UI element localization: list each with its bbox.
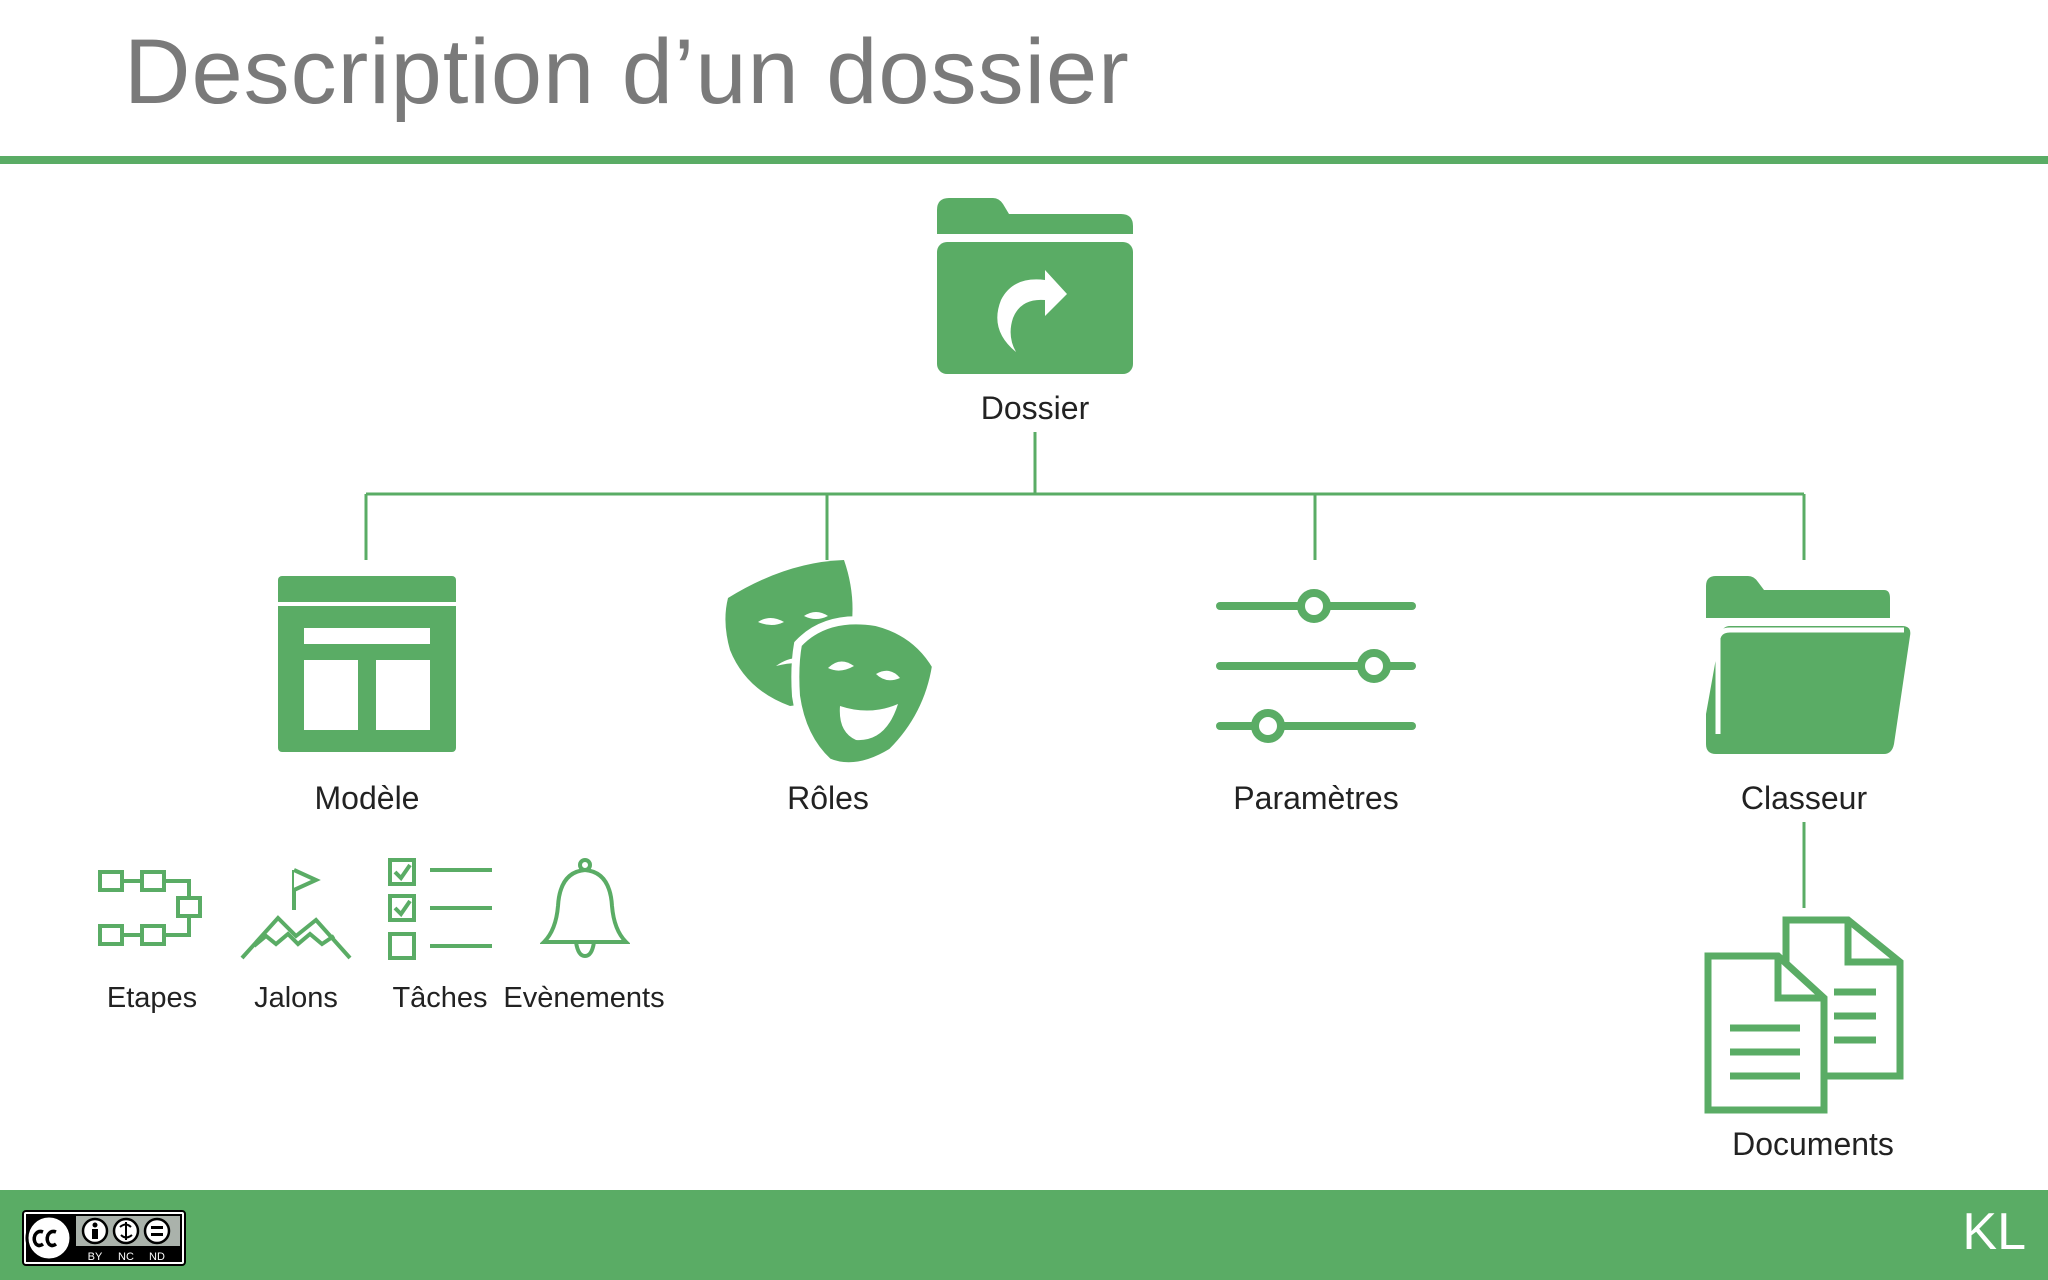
cc-by-nc-nd-icon[interactable]: BY NC ND xyxy=(22,1210,186,1266)
node-label-documents: Documents xyxy=(1732,1126,1894,1162)
connector-lines xyxy=(364,432,1806,908)
sub-label-taches: Tâches xyxy=(392,982,488,1014)
sub-label-evenements: Evènements xyxy=(503,982,665,1014)
mountain-flag-icon xyxy=(240,868,352,960)
bell-icon xyxy=(540,858,630,959)
theater-masks-icon xyxy=(725,560,940,771)
folder-open-icon xyxy=(1706,576,1911,754)
license-term-by: BY xyxy=(88,1251,103,1263)
folder-shortcut-icon xyxy=(937,198,1133,374)
sub-label-etapes: Etapes xyxy=(106,982,198,1014)
checklist-icon xyxy=(388,858,492,960)
node-label-roles: Rôles xyxy=(787,780,869,816)
node-label-dossier: Dossier xyxy=(980,390,1090,426)
license-term-nc: NC xyxy=(118,1251,134,1263)
slide-title: Description d’un dossier xyxy=(124,21,1130,123)
node-label-parametres: Paramètres xyxy=(1233,780,1399,816)
node-label-modele: Modèle xyxy=(314,780,420,816)
node-label-classeur: Classeur xyxy=(1740,780,1868,816)
workflow-steps-icon xyxy=(98,870,202,946)
documents-icon xyxy=(1704,916,1904,1114)
title-divider xyxy=(0,156,2048,164)
sub-label-jalons: Jalons xyxy=(254,982,338,1014)
sliders-icon xyxy=(1216,589,1416,743)
layout-icon xyxy=(278,576,456,752)
author-initials: KL xyxy=(1962,1203,2026,1261)
footer-bar: BY NC ND KL xyxy=(0,1190,2048,1280)
license-term-nd: ND xyxy=(149,1251,165,1263)
